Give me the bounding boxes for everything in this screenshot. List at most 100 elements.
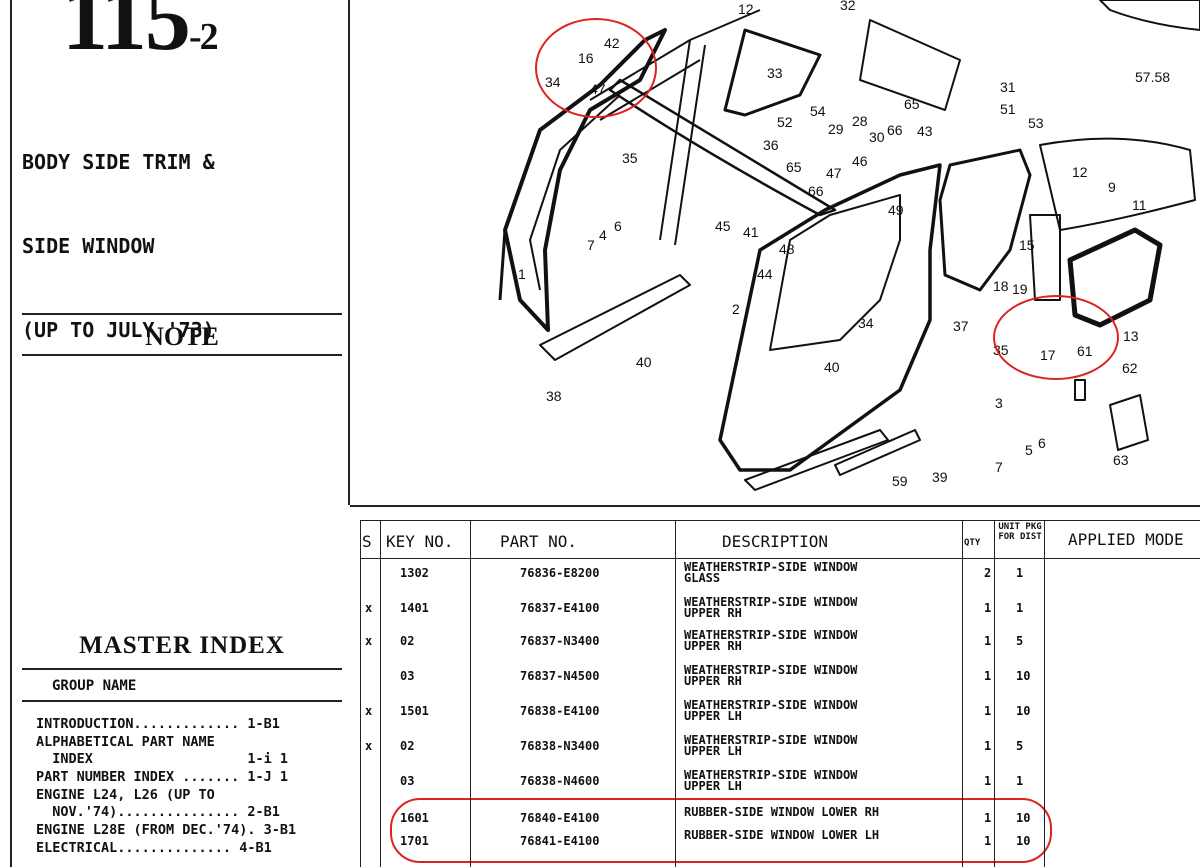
callout-66: 66 bbox=[887, 122, 903, 138]
callout-65: 65 bbox=[904, 96, 920, 112]
kick-plate bbox=[834, 429, 921, 476]
callout-2: 2 bbox=[732, 301, 740, 317]
callout-1: 1 bbox=[518, 266, 526, 282]
row-qty: 1 bbox=[984, 634, 992, 648]
callout-47: 47 bbox=[826, 165, 842, 181]
section-title-line: (UP TO JULY '73) bbox=[22, 318, 215, 342]
section-title: BODY SIDE TRIM & SIDE WINDOW (UP TO JULY… bbox=[22, 92, 215, 372]
callout-43: 43 bbox=[917, 123, 933, 139]
row-part-no: 76838-E4100 bbox=[520, 704, 600, 718]
top-right-fragment bbox=[1099, 0, 1200, 31]
callout-48: 48 bbox=[779, 241, 795, 257]
row-part-no: 76837-E4100 bbox=[520, 601, 600, 615]
row-unit-pkg: 1 bbox=[1016, 566, 1024, 580]
row-unit-pkg: 10 bbox=[1016, 811, 1031, 825]
callout-6: 6 bbox=[614, 218, 622, 234]
callout-36: 36 bbox=[763, 137, 779, 153]
row-unit-pkg: 10 bbox=[1016, 669, 1031, 683]
row-s-mark: x bbox=[365, 634, 373, 648]
callout-65: 65 bbox=[786, 159, 802, 175]
callout-44: 44 bbox=[757, 266, 773, 282]
index-entry[interactable]: ENGINE L28E (FROM DEC.'74). 3-B1 bbox=[36, 822, 297, 838]
page-number-main: 115 bbox=[62, 0, 191, 69]
rear-sill-plate bbox=[744, 429, 889, 491]
index-entry[interactable]: ELECTRICAL.............. 4-B1 bbox=[36, 840, 272, 856]
callout-12: 12 bbox=[738, 1, 754, 17]
row-key-no: 1501 bbox=[400, 704, 429, 718]
row-key-no: 1701 bbox=[400, 834, 429, 848]
clip-61 bbox=[1074, 379, 1086, 401]
col-divider bbox=[1044, 520, 1045, 867]
callout-18: 18 bbox=[993, 278, 1009, 294]
front-pillar bbox=[659, 39, 706, 246]
callout-15: 15 bbox=[1019, 237, 1035, 253]
row-part-no: 76837-N3400 bbox=[520, 634, 600, 648]
callout-41: 41 bbox=[743, 224, 759, 240]
master-index-title: MASTER INDEX bbox=[79, 632, 285, 659]
note-heading: NOTE bbox=[145, 322, 219, 351]
callout-31: 31 bbox=[1000, 79, 1016, 95]
callout-30: 30 bbox=[869, 129, 885, 145]
row-qty: 1 bbox=[984, 601, 992, 615]
diagram-linework bbox=[498, 0, 1200, 491]
front-side-rail bbox=[498, 229, 507, 301]
row-description: RUBBER-SIDE WINDOW LOWER RH bbox=[684, 805, 880, 819]
row-unit-pkg: 1 bbox=[1016, 774, 1024, 788]
header-applied-model: APPLIED MODE bbox=[1068, 530, 1184, 549]
header-s: S bbox=[362, 532, 372, 551]
quarter-glass bbox=[938, 148, 1032, 292]
row-qty: 1 bbox=[984, 834, 992, 848]
row-qty: 1 bbox=[984, 669, 992, 683]
row-s-mark: x bbox=[365, 704, 373, 718]
row-part-no: 76837-N4500 bbox=[520, 669, 600, 683]
row-description: WEATHERSTRIP-SIDE WINDOW UPPER RH bbox=[684, 595, 858, 620]
annotation-circle bbox=[993, 295, 1119, 380]
callout-63: 63 bbox=[1113, 452, 1129, 468]
callout-45: 45 bbox=[715, 218, 731, 234]
row-part-no: 76838-N3400 bbox=[520, 739, 600, 753]
index-entry[interactable]: INDEX 1-i 1 bbox=[36, 751, 288, 767]
callout-52: 52 bbox=[777, 114, 793, 130]
callout-37: 37 bbox=[953, 318, 969, 334]
callout-40: 40 bbox=[824, 359, 840, 375]
row-description: WEATHERSTRIP-SIDE WINDOW UPPER LH bbox=[684, 698, 858, 723]
index-entry[interactable]: NOV.'74)............... 2-B1 bbox=[36, 804, 280, 820]
roof-garnish bbox=[608, 78, 837, 217]
row-s-mark: x bbox=[365, 601, 373, 615]
index-entry[interactable]: PART NUMBER INDEX ....... 1-J 1 bbox=[36, 769, 288, 785]
index-entry[interactable]: INTRODUCTION............. 1-B1 bbox=[36, 716, 280, 732]
table-header-border bbox=[360, 558, 1200, 559]
index-entry[interactable]: ENGINE L24, L26 (UP TO bbox=[36, 787, 215, 803]
callout-11: 11 bbox=[1132, 197, 1147, 213]
row-unit-pkg: 1 bbox=[1016, 601, 1024, 615]
row-qty: 1 bbox=[984, 704, 992, 718]
callout-62: 62 bbox=[1122, 360, 1138, 376]
col-divider bbox=[994, 520, 995, 867]
row-key-no: 1601 bbox=[400, 811, 429, 825]
callout-35: 35 bbox=[622, 150, 638, 166]
row-key-no: 1302 bbox=[400, 566, 429, 580]
callout-38: 38 bbox=[546, 388, 562, 404]
section-title-line: SIDE WINDOW bbox=[22, 234, 155, 258]
row-s-mark: x bbox=[365, 739, 373, 753]
col-divider bbox=[470, 520, 471, 867]
callout-34: 34 bbox=[858, 315, 874, 331]
callout-12: 12 bbox=[1072, 164, 1088, 180]
panel-divider bbox=[348, 0, 350, 505]
callout-33: 33 bbox=[767, 65, 783, 81]
group-name-label: GROUP NAME bbox=[52, 678, 137, 694]
callout-28: 28 bbox=[852, 113, 868, 129]
row-key-no: 03 bbox=[400, 774, 415, 788]
note-rule-top bbox=[22, 313, 342, 315]
header-key-no: KEY NO. bbox=[386, 532, 454, 551]
row-qty: 1 bbox=[984, 811, 992, 825]
rear-side-panel bbox=[718, 163, 942, 472]
col-divider bbox=[380, 520, 381, 867]
header-description: DESCRIPTION bbox=[722, 532, 828, 551]
annotation-circle bbox=[535, 18, 657, 118]
row-key-no: 02 bbox=[400, 739, 415, 753]
page-number-suffix: -2 bbox=[188, 16, 219, 58]
master-index-rule-top bbox=[22, 668, 342, 670]
index-entry[interactable]: ALPHABETICAL PART NAME bbox=[36, 734, 215, 750]
